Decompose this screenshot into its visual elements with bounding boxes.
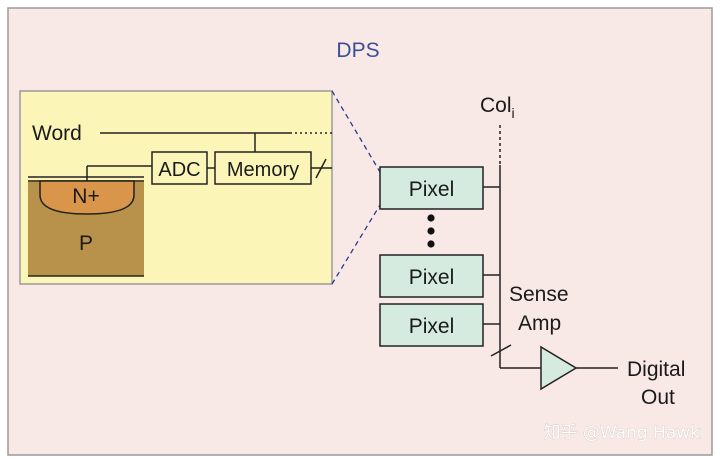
- column-subscript: i: [512, 105, 515, 121]
- zoom-line-bottom: [331, 204, 381, 285]
- word-label: Word: [32, 122, 82, 145]
- diagram-title: DPS: [336, 39, 379, 62]
- p-label: P: [79, 232, 93, 255]
- pixel-label-2: Pixel: [409, 266, 455, 289]
- pixel-label-3: Pixel: [409, 315, 455, 338]
- adc-label: ADC: [158, 159, 200, 181]
- pixel-box-1: [379, 166, 484, 210]
- zoom-line-top: [331, 90, 381, 173]
- ellipsis-dot-3: [427, 240, 435, 248]
- pixel-box-2: [379, 254, 484, 298]
- ellipsis-dot-1: [427, 214, 435, 222]
- n-plus-well: [39, 180, 135, 215]
- memory-bus-slash: [315, 158, 327, 179]
- column-bus-slash: [490, 344, 512, 357]
- digital-out-line1: Digital: [627, 358, 685, 381]
- sense-amp-label-line1: Sense: [509, 283, 569, 306]
- watermark: 知乎 @Wang Hawk: [544, 423, 701, 443]
- memory-label: Memory: [227, 159, 299, 181]
- sense-amp-label-line2: Amp: [518, 312, 561, 335]
- digital-out-line2: Out: [641, 386, 675, 409]
- adc-block: [151, 151, 208, 185]
- pixel-label-1: Pixel: [409, 178, 455, 201]
- ellipsis-dot-2: [427, 227, 435, 235]
- pixel-box-3: [379, 303, 484, 347]
- sense-amp-triangle: [540, 345, 578, 391]
- memory-block: [214, 151, 312, 185]
- n-plus-label: N+: [72, 185, 99, 208]
- column-label: Coli: [480, 94, 515, 121]
